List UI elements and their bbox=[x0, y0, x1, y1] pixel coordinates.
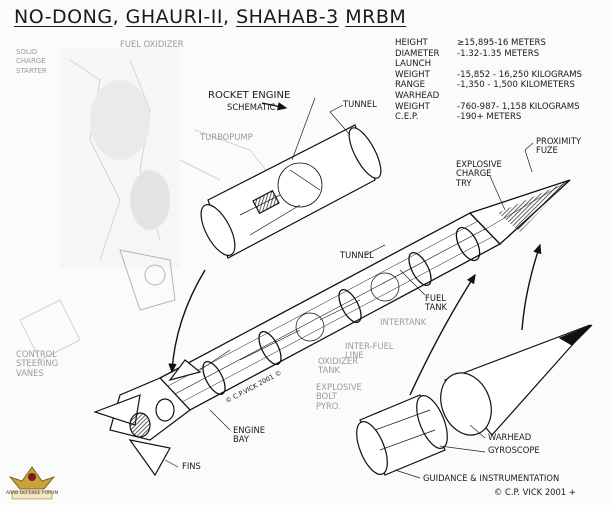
leader-lines bbox=[164, 97, 534, 479]
label-tunnel-top: TUNNEL bbox=[343, 99, 377, 109]
title-shahab: SHAHAB-3 bbox=[236, 6, 339, 28]
faded-label-control-vanes: CONTROL STEERING VANES bbox=[16, 349, 59, 378]
rocket-engine-schematic bbox=[200, 124, 382, 259]
spec-row: WEIGHT-15,852 - 16,250 KILOGRAMS bbox=[395, 69, 582, 80]
label-warhead: WARHEAD bbox=[488, 432, 532, 442]
spec-row: C.E.P.-190+ METERS bbox=[395, 112, 522, 123]
logo-text: ARAB DEFENSE FORUM bbox=[6, 491, 59, 496]
engine-bay bbox=[93, 359, 202, 477]
title-ghauri: GHAURI-II bbox=[125, 6, 223, 28]
faded-label-oxidizer-tank: OXIDIZER TANK bbox=[318, 356, 359, 376]
label-gyroscope: GYROSCOPE bbox=[488, 445, 540, 455]
spec-row: WARHEAD bbox=[395, 90, 440, 101]
forum-logo bbox=[8, 466, 56, 500]
spec-table: HEIGHT≥15,895-16 METERS DIAMETER-1.32-1.… bbox=[395, 38, 582, 123]
ghost-diagram bbox=[19, 48, 271, 361]
arrows bbox=[168, 102, 542, 396]
faded-label-interstage: INTER-FUEL LINE bbox=[345, 341, 394, 361]
faded-label-solid-charge: SOLID CHARGE STARTER bbox=[16, 48, 47, 75]
label-fins: FINS bbox=[182, 461, 201, 471]
faded-label-explosive-bolt: EXPLOSIVE BOLT PYRO. bbox=[316, 382, 362, 411]
spec-row: HEIGHT≥15,895-16 METERS bbox=[395, 38, 546, 48]
faded-label-fuel-oxidizer: FUEL OXIDIZER bbox=[120, 39, 184, 49]
faded-label-turbopump: TURBOPUMP bbox=[200, 132, 253, 142]
warhead-assembly bbox=[356, 324, 593, 476]
label-explosive-charge: EXPLOSIVE CHARGE TRY bbox=[456, 159, 502, 188]
label-fuel-tank: FUEL TANK bbox=[425, 293, 447, 313]
label-rocket-engine: ROCKET ENGINE bbox=[208, 90, 291, 101]
title-nodong: NO-DONG bbox=[14, 6, 113, 28]
label-guidance: GUIDANCE & INSTRUMENTATION bbox=[423, 473, 560, 483]
missile-body bbox=[158, 179, 571, 411]
spec-row: WEIGHT-760-987- 1,158 KILOGRAMS bbox=[395, 101, 580, 112]
spec-row: LAUNCH bbox=[395, 59, 432, 70]
spec-row: DIAMETER-1.32-1.35 METERS bbox=[395, 48, 540, 59]
faded-label-intertank: INTERTANK bbox=[380, 317, 427, 327]
label-engine-bay: ENGINE BAY bbox=[233, 425, 266, 445]
label-credit-main: © C.P. VICK 2001 + bbox=[494, 487, 576, 497]
spec-row: RANGE-1,350 - 1,500 KILOMETERS bbox=[395, 80, 575, 91]
label-tunnel-mid: TUNNEL bbox=[340, 250, 374, 260]
diagram-title: NO-DONG, GHAURI-II, SHAHAB-3 MRBM bbox=[14, 6, 407, 28]
label-schematic: SCHEMATIC bbox=[227, 102, 276, 112]
title-mrbm: MRBM bbox=[345, 6, 407, 28]
label-proximity-fuze: PROXIMITY FUZE bbox=[536, 136, 582, 156]
